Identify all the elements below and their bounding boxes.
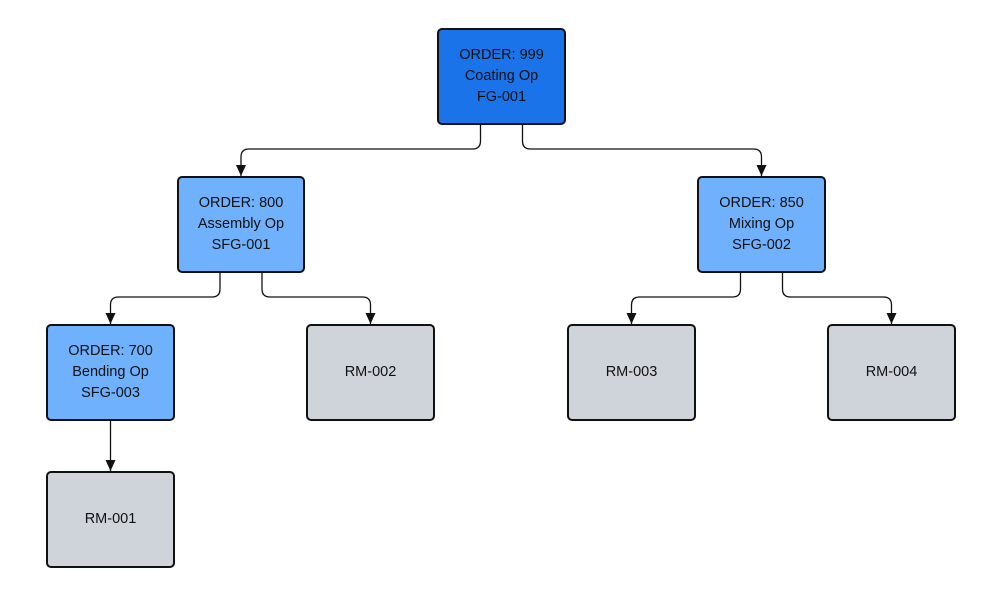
order-700-operation-label: Bending Op <box>72 364 149 380</box>
rm-002-label: RM-002 <box>344 364 397 380</box>
order-850-operation-label: Mixing Op <box>728 216 795 232</box>
connector-order-999-to-order-850 <box>521 125 767 176</box>
connector-order-850-to-rm-004 <box>781 273 897 324</box>
connector-order-999-to-order-800 <box>236 125 482 176</box>
order-700-item-code: SFG-003 <box>81 385 140 401</box>
rm-002-node[interactable]: RM-002 <box>306 324 435 421</box>
connector-order-800-to-rm-002 <box>261 273 376 324</box>
rm-001-node[interactable]: RM-001 <box>46 471 175 568</box>
order-700-order-label: ORDER: 700 <box>68 343 153 359</box>
connector-layer <box>105 125 897 471</box>
order-999-operation-label: Coating Op <box>464 68 539 84</box>
order-800-order-label: ORDER: 800 <box>198 195 284 211</box>
order-999-item-code: FG-001 <box>476 89 527 105</box>
rm-004-label: RM-004 <box>865 364 918 380</box>
rm-001-label: RM-001 <box>84 511 137 527</box>
order-999-order-label: ORDER: 999 <box>459 47 544 63</box>
order-800-item-code: SFG-001 <box>211 237 271 253</box>
order-800-operation-label: Assembly Op <box>197 216 285 232</box>
order-850-node[interactable]: ORDER: 850 Mixing Op SFG-002 <box>697 176 826 273</box>
order-700-node[interactable]: ORDER: 700 Bending Op SFG-003 <box>46 324 175 421</box>
rm-003-node[interactable]: RM-003 <box>567 324 696 421</box>
rm-003-label: RM-003 <box>605 364 658 380</box>
connector-order-800-to-order-700 <box>105 273 221 324</box>
connector-order-850-to-rm-003 <box>626 273 742 324</box>
order-999-node[interactable]: ORDER: 999 Coating Op FG-001 <box>437 28 566 125</box>
rm-004-node[interactable]: RM-004 <box>827 324 956 421</box>
order-800-node[interactable]: ORDER: 800 Assembly Op SFG-001 <box>177 176 305 273</box>
order-850-order-label: ORDER: 850 <box>719 195 804 211</box>
order-850-item-code: SFG-002 <box>732 237 791 253</box>
